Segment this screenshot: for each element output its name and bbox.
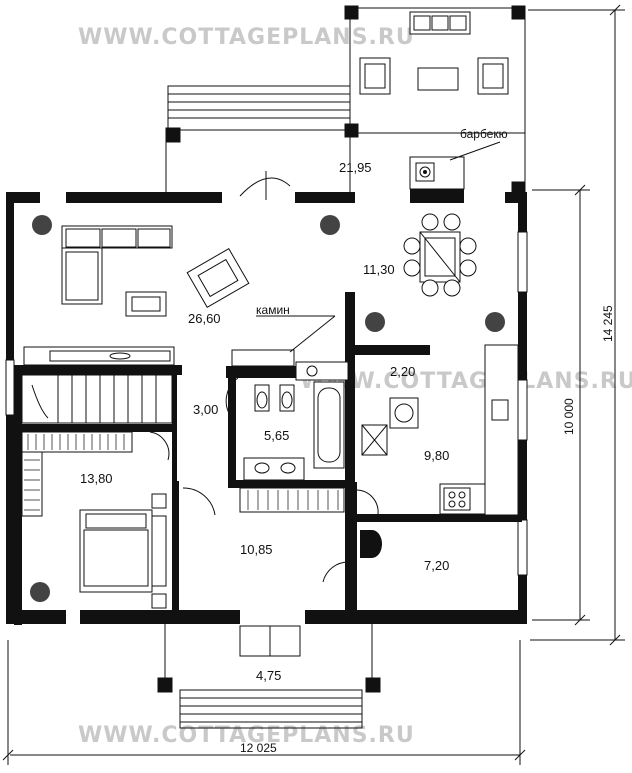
dimension-house-height: 10 000 bbox=[562, 398, 576, 435]
bbq-label: барбекю bbox=[460, 127, 508, 141]
fireplace-label: камин bbox=[256, 303, 290, 317]
heater bbox=[360, 530, 382, 558]
room-area-living: 26,60 bbox=[188, 311, 221, 326]
room-area-porch: 4,75 bbox=[256, 668, 281, 683]
bathroom-fixtures bbox=[243, 381, 345, 481]
room-area-kitchen: 9,80 bbox=[424, 448, 449, 463]
living-furniture bbox=[23, 225, 250, 366]
room-area-dining: 11,30 bbox=[363, 262, 395, 277]
room-area-bath: 5,65 bbox=[264, 428, 289, 443]
interior-stairs bbox=[21, 374, 173, 424]
watermark-middle: WWW.COTTAGEPLANS.RU bbox=[300, 369, 632, 394]
room-area-bedroom: 13,80 bbox=[80, 471, 113, 486]
exterior-walls bbox=[5, 192, 528, 624]
room-area-cabinet: 7,20 bbox=[424, 558, 449, 573]
kitchen-fixtures bbox=[389, 344, 519, 516]
dining-table bbox=[403, 213, 477, 297]
room-area-terrace: 21,95 bbox=[339, 160, 372, 175]
bedroom-furniture bbox=[21, 431, 345, 609]
room-area-hall: 3,00 bbox=[193, 402, 218, 417]
plant-icons bbox=[30, 215, 505, 602]
wardrobe-hatching bbox=[24, 434, 339, 511]
room-area-entrance: 10,85 bbox=[240, 542, 273, 557]
watermark-bottom: WWW.COTTAGEPLANS.RU bbox=[78, 723, 415, 748]
fireplace bbox=[231, 315, 349, 381]
room-area-utility: 2,20 bbox=[390, 364, 415, 379]
terrace-furniture bbox=[359, 11, 509, 95]
watermark-top: WWW.COTTAGEPLANS.RU bbox=[78, 25, 415, 50]
dimension-lines bbox=[2, 4, 625, 765]
dimension-width: 12 025 bbox=[240, 741, 277, 755]
porch bbox=[157, 624, 381, 729]
doors bbox=[149, 171, 379, 657]
dimension-total-height: 14 245 bbox=[601, 305, 615, 342]
terrace-structure bbox=[165, 5, 526, 196]
